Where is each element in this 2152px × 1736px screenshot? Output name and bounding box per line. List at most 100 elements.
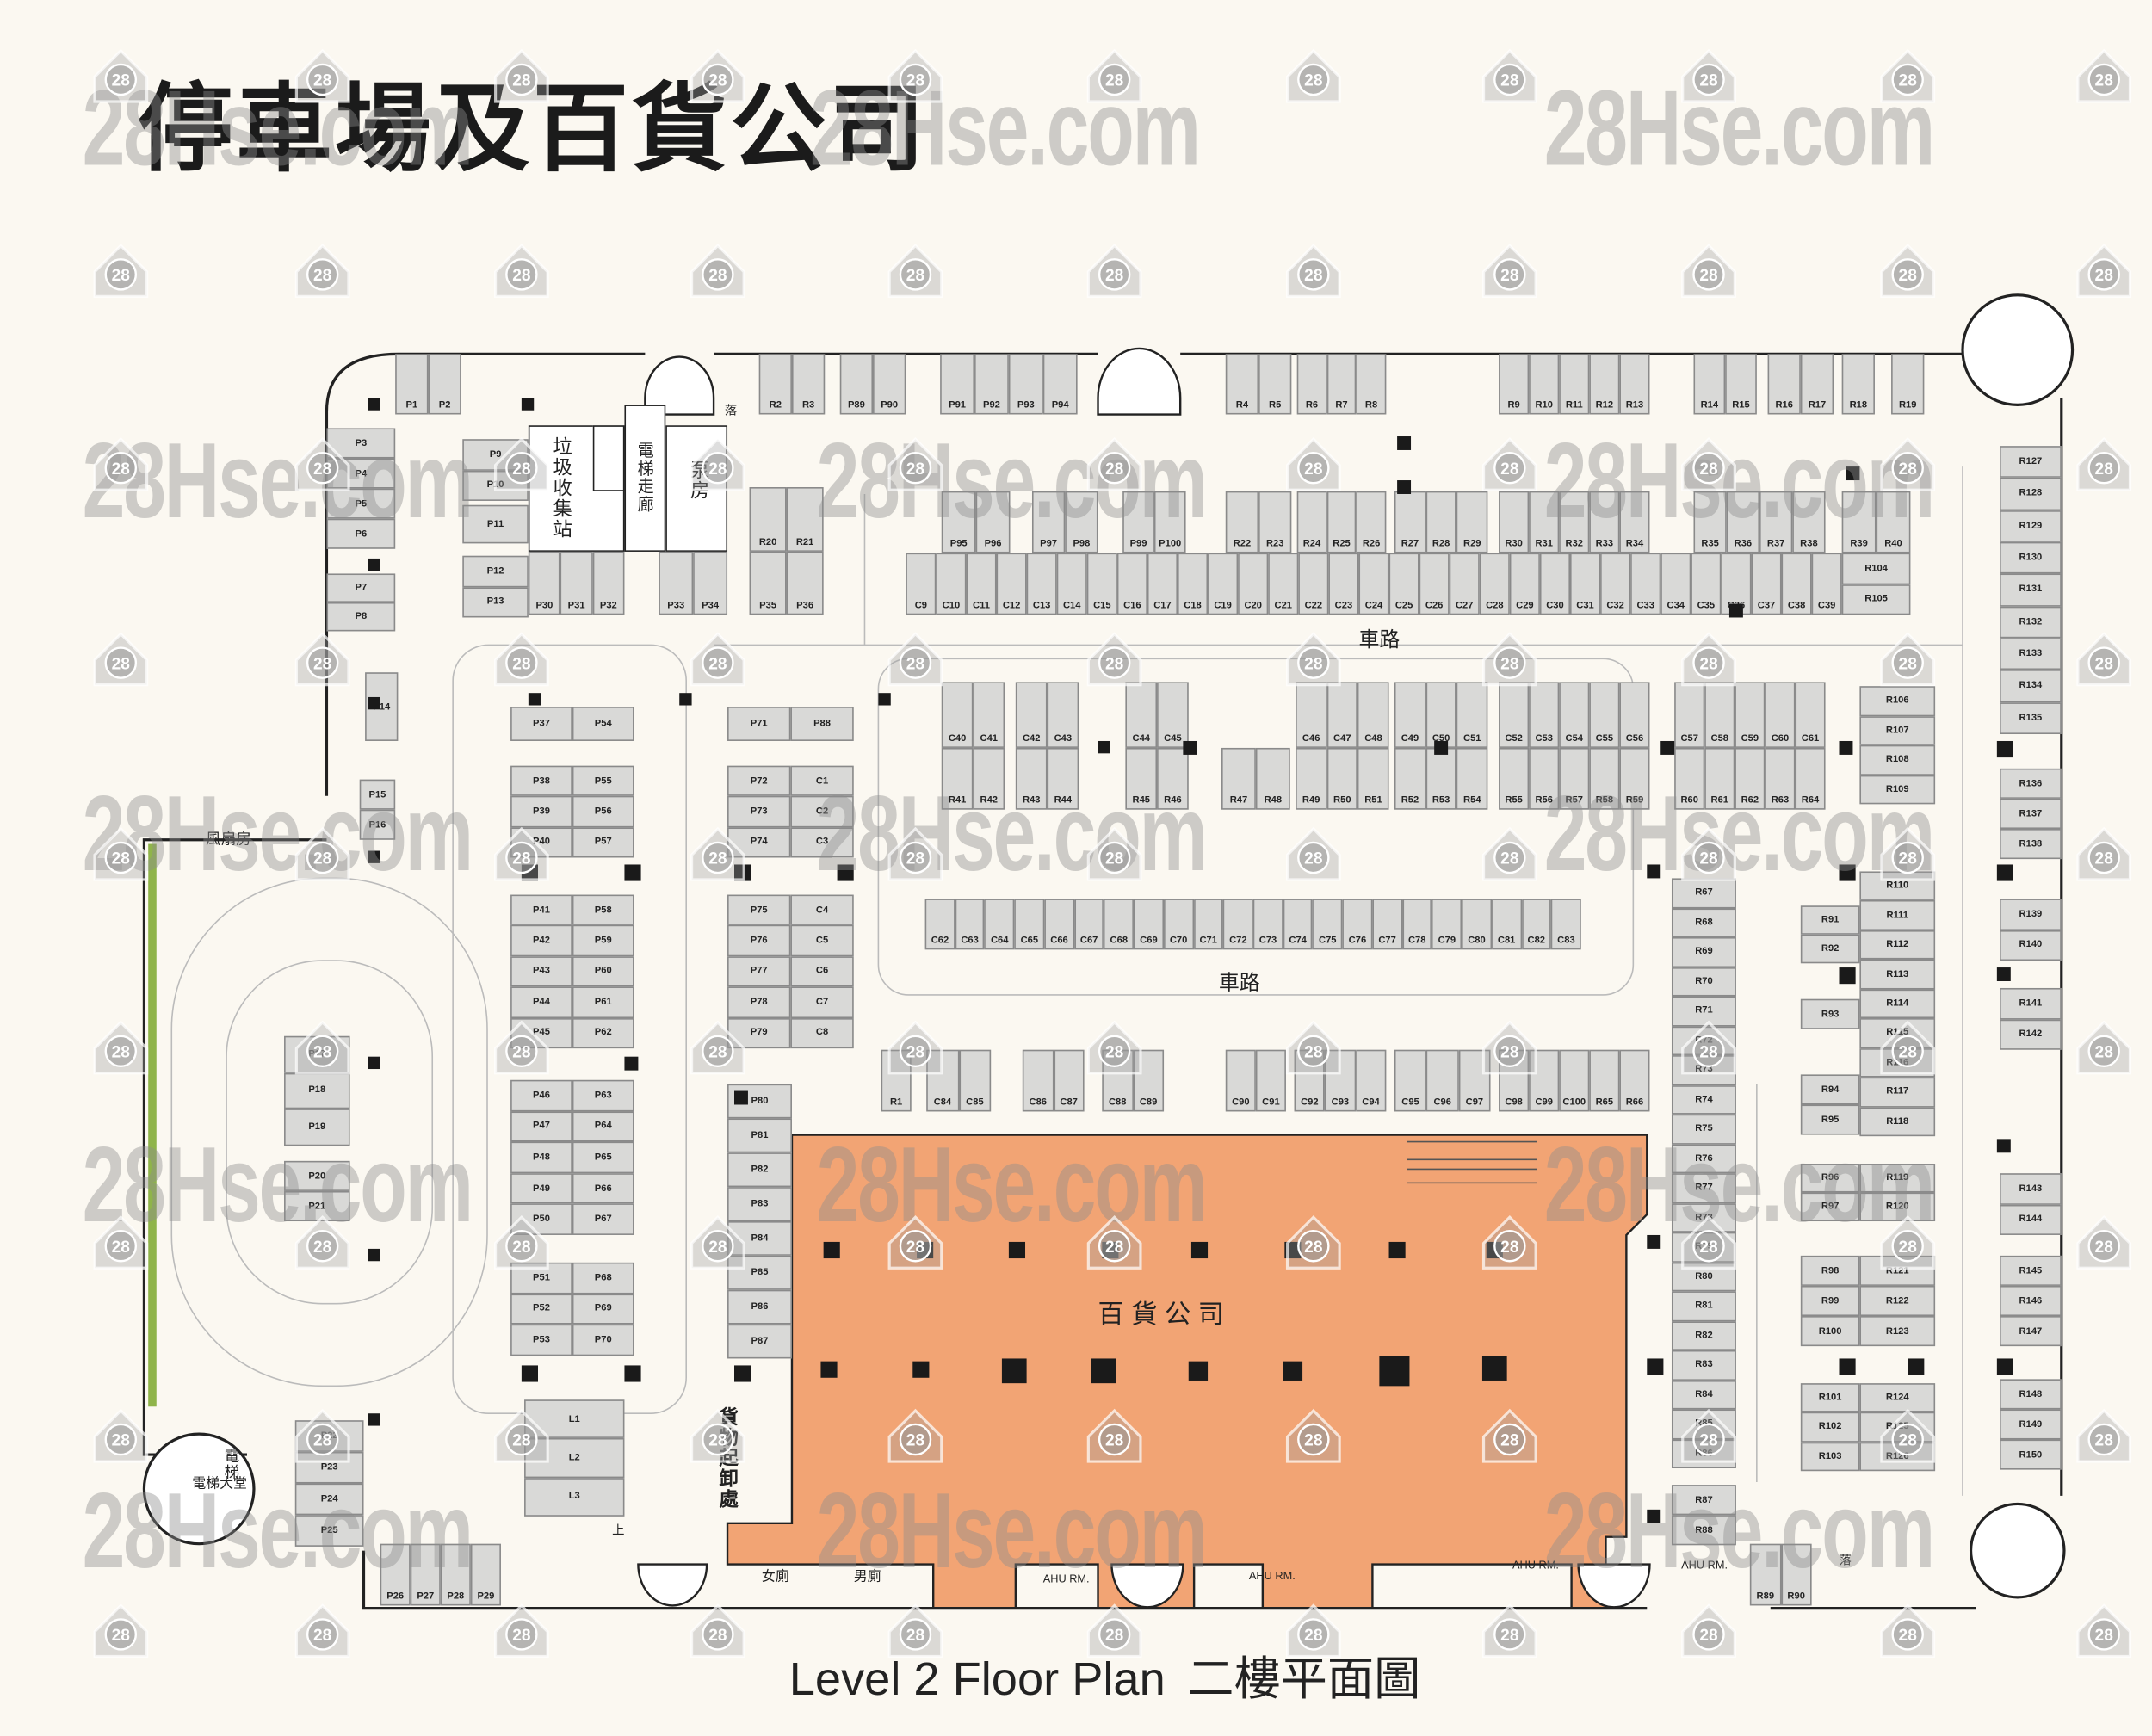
caption-english: Level 2 Floor Plan	[788, 1653, 1166, 1706]
gents-toilet-label: 男廁	[853, 1569, 881, 1585]
structural-column	[1397, 480, 1412, 494]
lift-corridor-label: 電梯走廊	[635, 442, 655, 514]
parking-space: R84	[1671, 1380, 1736, 1410]
parking-space: R45	[1125, 747, 1158, 810]
parking-space: C56	[1619, 682, 1650, 748]
parking-space: R118	[1859, 1106, 1936, 1137]
parking-space: P95	[941, 491, 976, 553]
parking-space: R82	[1671, 1320, 1736, 1350]
parking-space: R136	[2000, 768, 2062, 799]
parking-space: C38	[1781, 553, 1812, 615]
parking-space: C28	[1479, 553, 1510, 615]
parking-space: R138	[2000, 829, 2062, 860]
parking-space: P15	[359, 779, 396, 810]
structural-column	[1996, 740, 2013, 758]
structural-column	[521, 864, 539, 881]
parking-space: C83	[1551, 899, 1581, 950]
parking-space: P68	[572, 1262, 634, 1294]
parking-space: P85	[727, 1255, 792, 1290]
parking-space: P44	[510, 986, 572, 1018]
parking-space: R111	[1859, 900, 1936, 930]
structural-column	[734, 1365, 751, 1382]
parking-space: C75	[1312, 899, 1343, 950]
parking-space: P64	[572, 1110, 634, 1142]
parking-space: R54	[1456, 747, 1488, 810]
parking-space: R126	[1859, 1442, 1936, 1472]
parking-space: C50	[1425, 682, 1457, 748]
parking-space: P16	[359, 809, 396, 840]
parking-space: R78	[1671, 1202, 1736, 1232]
parking-space: C63	[955, 899, 985, 950]
structural-column	[1001, 1358, 1027, 1384]
parking-space: R51	[1357, 747, 1389, 810]
parking-space: R96	[1800, 1164, 1860, 1193]
parking-space: R15	[1725, 354, 1757, 415]
structural-column	[1188, 1361, 1209, 1381]
parking-space: P58	[572, 894, 634, 926]
parking-space: P81	[727, 1118, 792, 1153]
structural-column	[368, 1056, 380, 1070]
parking-space: R25	[1326, 491, 1357, 553]
parking-space: P89	[839, 354, 874, 415]
parking-space: P43	[510, 955, 572, 987]
parking-space: C100	[1559, 1049, 1590, 1112]
parking-space: R92	[1800, 934, 1860, 964]
parking-space: R66	[1619, 1049, 1650, 1112]
parking-space: R127	[2000, 446, 2062, 479]
parking-space: R12	[1589, 354, 1620, 415]
parking-space: R62	[1735, 747, 1766, 810]
parking-space: R8	[1356, 354, 1387, 415]
parking-space: R41	[941, 747, 974, 810]
parking-space: R58	[1589, 747, 1620, 810]
parking-space: P12	[462, 555, 529, 587]
parking-space: C69	[1134, 899, 1164, 950]
parking-space: C88	[1102, 1049, 1134, 1112]
parking-space: C3	[790, 826, 854, 858]
parking-space: P46	[510, 1079, 572, 1111]
parking-space: P82	[727, 1152, 792, 1188]
parking-space: R145	[2000, 1255, 2062, 1286]
parking-space: R88	[1671, 1515, 1736, 1546]
parking-space: R5	[1258, 354, 1292, 415]
parking-space: R120	[1859, 1192, 1936, 1222]
parking-space: C64	[984, 899, 1015, 950]
department-store-area	[726, 1134, 1648, 1609]
parking-space: P94	[1042, 354, 1078, 415]
parking-space: R73	[1671, 1055, 1736, 1085]
parking-space: C60	[1765, 682, 1796, 748]
parking-space: P5	[326, 488, 396, 519]
parking-space: C57	[1674, 682, 1705, 748]
parking-space: P73	[727, 796, 791, 827]
parking-space: P98	[1065, 491, 1098, 553]
parking-space: P60	[572, 955, 634, 987]
parking-space: P90	[873, 354, 906, 415]
parking-space: C91	[1255, 1049, 1286, 1112]
structural-column	[1846, 466, 1860, 481]
parking-space: C19	[1208, 553, 1239, 615]
parking-space: C55	[1589, 682, 1620, 748]
parking-space: C16	[1116, 553, 1147, 615]
structural-column	[624, 1365, 641, 1382]
parking-space: P84	[727, 1221, 792, 1256]
parking-space: P70	[572, 1325, 634, 1356]
structural-column	[878, 693, 891, 706]
structural-column	[1091, 1358, 1116, 1384]
parking-space: P61	[572, 986, 634, 1018]
parking-space: P24	[294, 1483, 364, 1516]
parking-space: P3	[326, 428, 396, 459]
pump-room-label: 泵房	[689, 460, 711, 501]
parking-space: R134	[2000, 670, 2062, 702]
parking-space: C94	[1355, 1049, 1387, 1112]
parking-space: P99	[1122, 491, 1154, 553]
parking-space: R81	[1671, 1291, 1736, 1321]
structural-column	[1839, 740, 1853, 755]
parking-space: C78	[1401, 899, 1432, 950]
parking-space: C73	[1252, 899, 1283, 950]
parking-space: R141	[2000, 987, 2062, 1019]
structural-column	[1996, 1139, 2011, 1153]
parking-space: C14	[1056, 553, 1087, 615]
parking-space: C95	[1394, 1049, 1427, 1112]
parking-space: C17	[1147, 553, 1178, 615]
parking-space: P18	[284, 1072, 350, 1109]
parking-space: P92	[974, 354, 1009, 415]
